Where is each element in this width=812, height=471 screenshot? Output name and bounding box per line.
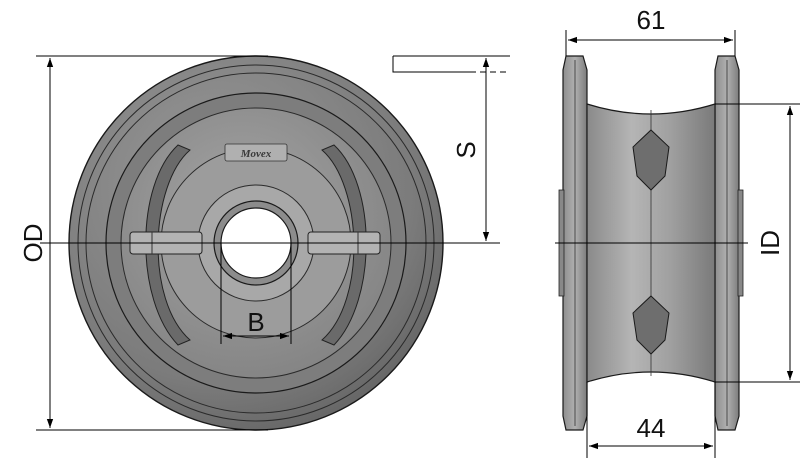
width-61-label: 61 (637, 5, 666, 35)
upper-window (632, 129, 670, 191)
b-dimension: B (220, 243, 292, 344)
b-label: B (247, 307, 264, 337)
id-label: ID (755, 230, 785, 256)
od-label: OD (18, 224, 48, 263)
lower-window (632, 295, 670, 355)
id-dimension: ID (715, 103, 800, 383)
s-label: S (451, 141, 481, 158)
left-pocket (145, 144, 191, 346)
logo-text: Movex (240, 148, 272, 160)
od-dimension: OD (18, 55, 268, 431)
s-dimension: S (392, 55, 510, 241)
right-pocket (321, 144, 367, 346)
width-44-label: 44 (637, 413, 666, 443)
side-view (555, 55, 748, 431)
logo-plate (224, 143, 288, 162)
width-44-dimension: 44 (586, 382, 716, 458)
width-61-dimension: 61 (565, 5, 736, 56)
front-view: Movex (40, 55, 500, 431)
